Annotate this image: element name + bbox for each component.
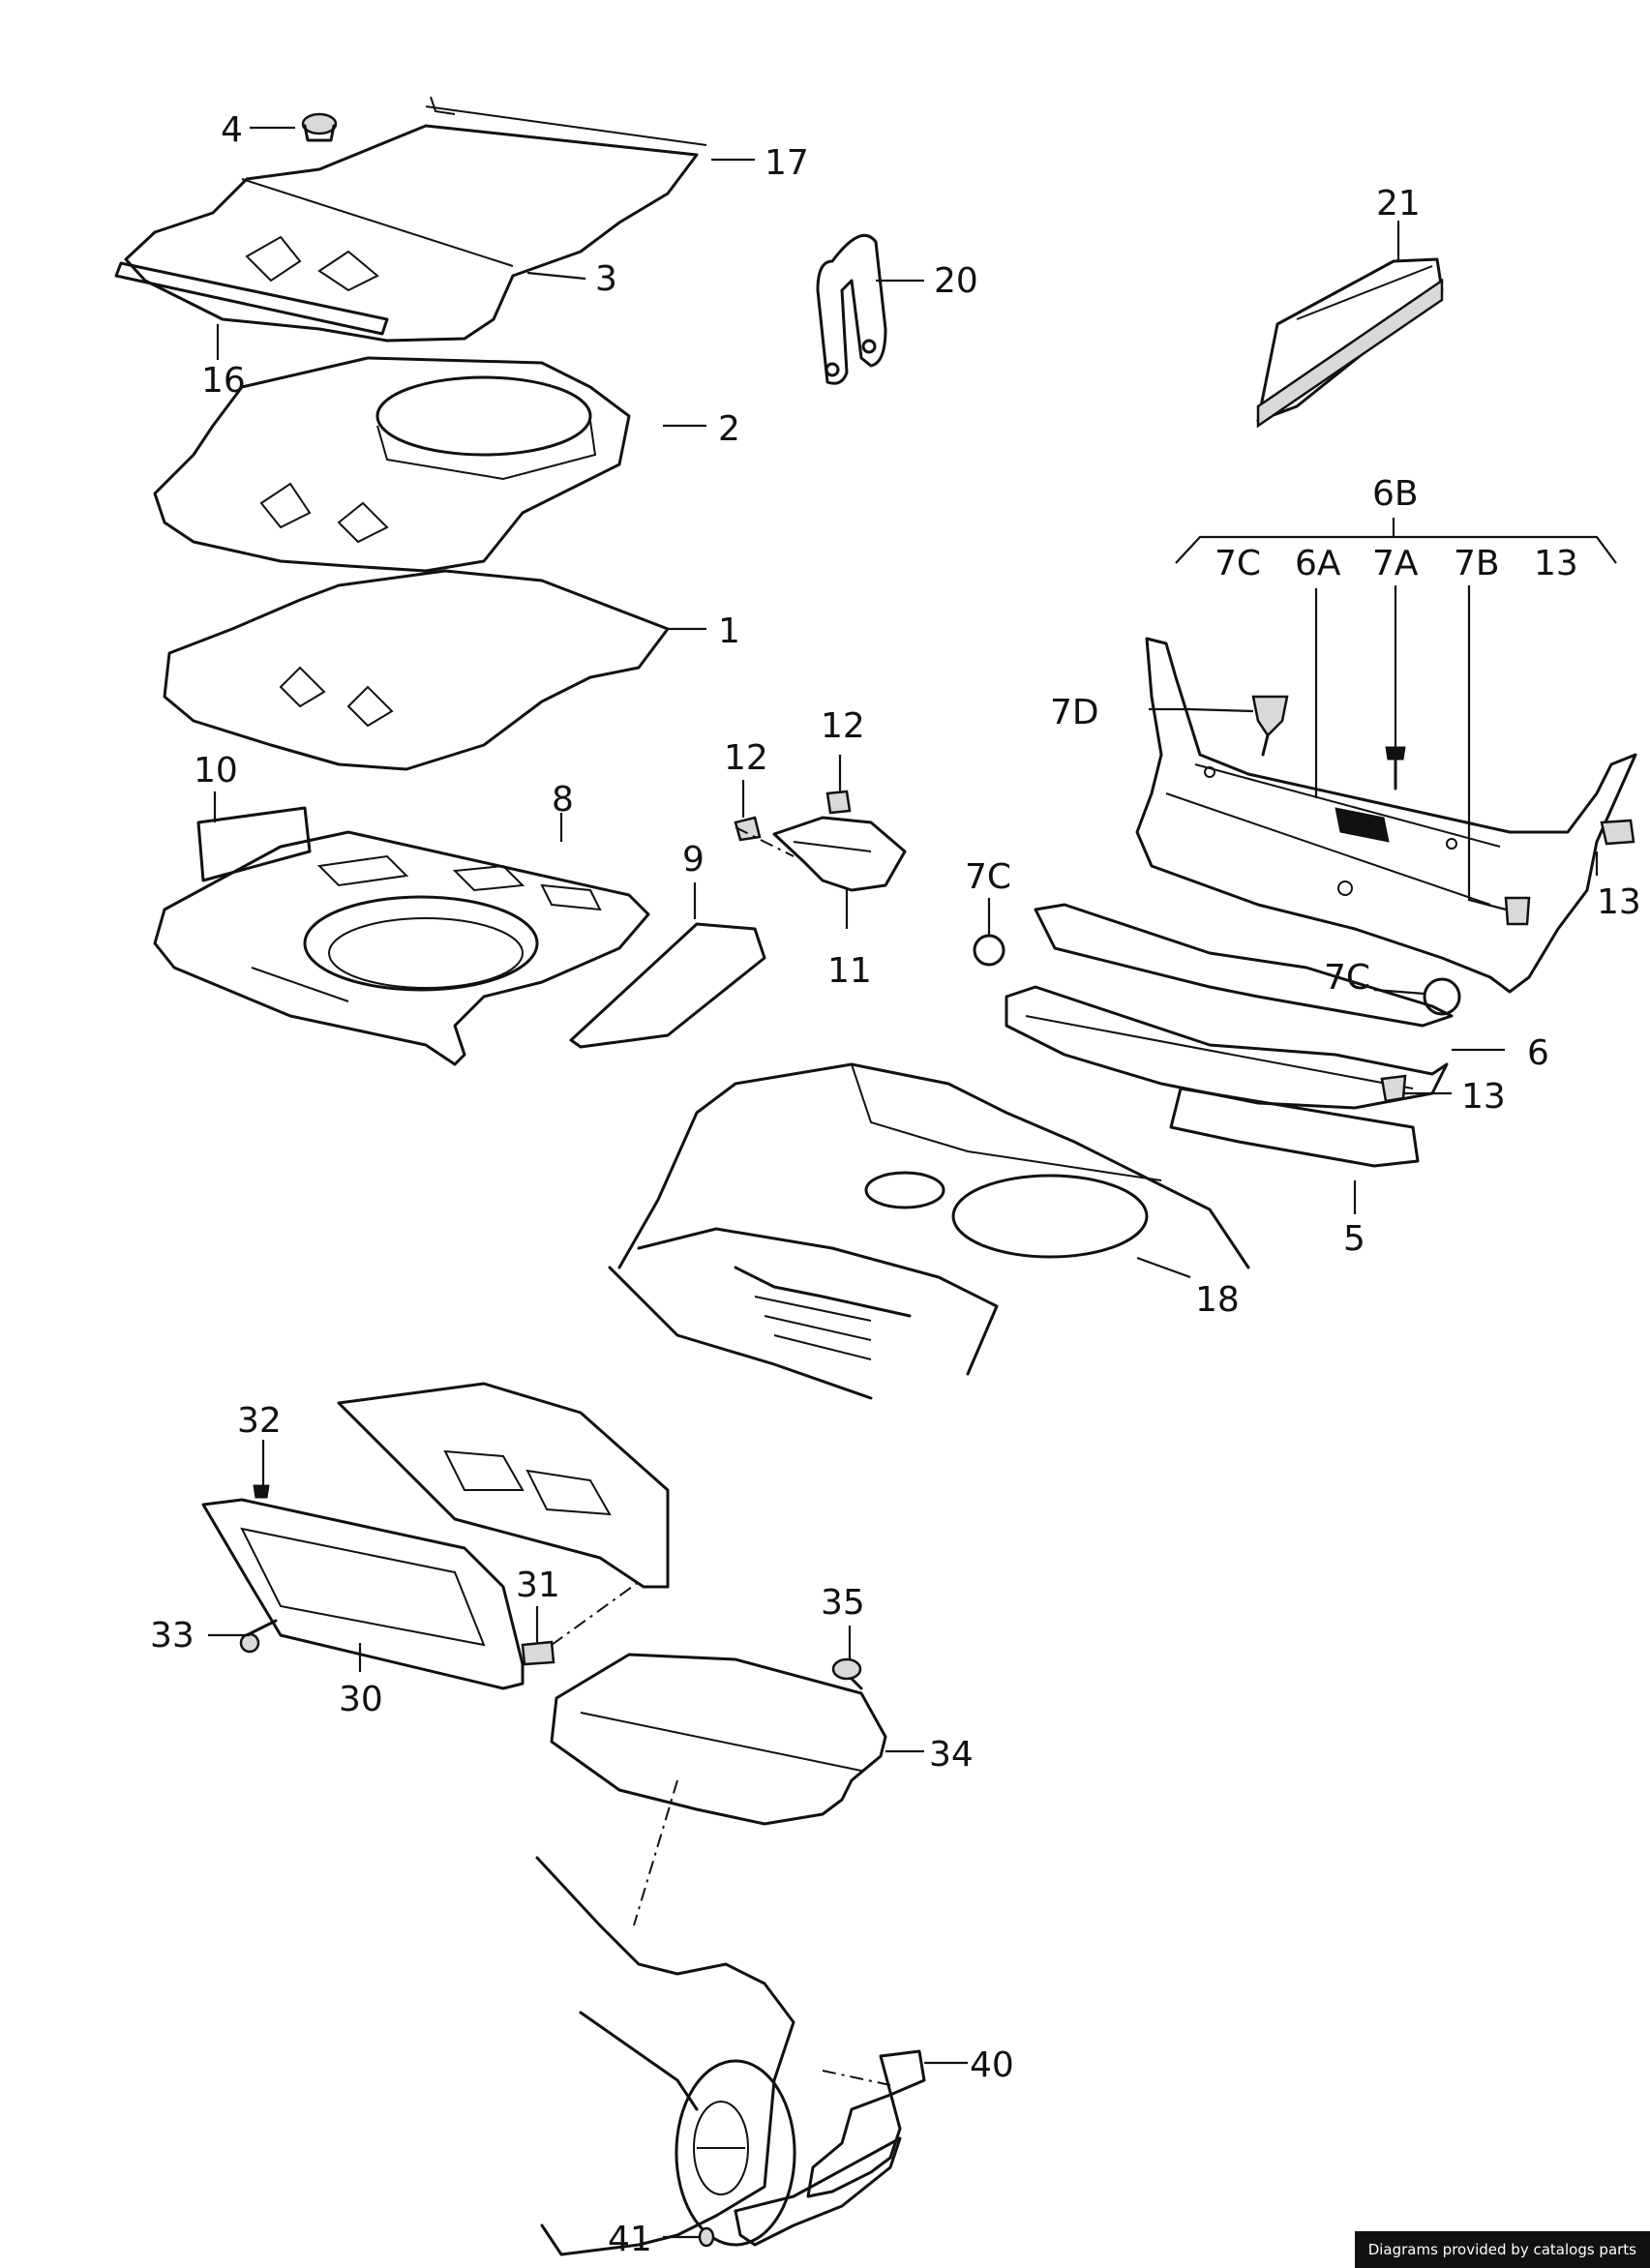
part-5-rear-cross-member [1169,1087,1420,1168]
label-6b: 6B [1372,474,1419,514]
label-9: 9 [682,840,705,880]
part-30-lid-trim [201,1498,525,1690]
part-2-floor-insulation [153,356,631,573]
label-31: 31 [516,1566,560,1605]
part-32-screw [253,1484,270,1499]
part-12-nut-left [734,816,762,842]
label-10: 10 [194,751,238,791]
label-33: 33 [150,1616,195,1656]
label-1: 1 [718,612,740,651]
label-7c-top: 7C [965,857,1011,897]
part-labels: 4 17 3 16 20 21 2 1 6B 7C 6A 7A 7B 13 7D… [150,110,1641,2259]
label-16: 16 [201,361,246,401]
part-18-body-floor [608,1062,1250,1400]
label-2: 2 [718,409,740,449]
label-7c-group: 7C [1215,544,1261,583]
part-8-floor-tray [153,830,650,1066]
label-8: 8 [552,780,574,820]
label-30: 30 [339,1680,383,1719]
part-1-floor-mat [163,569,670,771]
label-5: 5 [1343,1219,1365,1259]
label-34: 34 [929,1735,974,1775]
part-12-nut-right [825,790,852,815]
leader-lines [208,126,1599,2239]
part-20-strap [816,233,887,385]
credit-badge: Diagrams provided by catalogs parts [1354,2231,1650,2268]
label-7b: 7B [1454,544,1500,583]
group-6b-bracket [1175,518,1617,564]
label-7a: 7A [1372,544,1419,583]
part-9-side-pad [569,922,766,1049]
part-13-clip-right [1600,819,1635,846]
label-17: 17 [765,143,809,183]
part-7b-clip [1504,896,1531,926]
label-12-left: 12 [724,738,768,778]
part-41-clip [698,2226,715,2248]
label-13-right: 13 [1597,882,1641,922]
part-35-button [831,1657,863,1690]
label-13-lower: 13 [1461,1077,1506,1117]
label-11: 11 [827,951,872,991]
part-33-screw [239,1619,278,1654]
label-6: 6 [1527,1033,1549,1073]
label-40: 40 [970,2045,1014,2085]
part-17-trunk-mat [124,96,707,343]
part-16-edge-strip [114,261,389,336]
label-7c-right: 7C [1324,958,1370,998]
part-34-parcel-shelf [550,1653,887,1826]
label-18: 18 [1195,1280,1240,1320]
part-4-plug [301,112,338,142]
part-11-bracket [772,816,907,892]
label-3: 3 [595,259,617,299]
label-32: 32 [237,1401,282,1441]
part-6a-rear-trim-panel [1135,637,1637,994]
label-35: 35 [821,1583,865,1623]
label-6a: 6A [1295,544,1341,583]
part-40-wheelhouse-trim [535,1856,796,2256]
part-40-liner [734,2049,926,2247]
part-31-clip [521,1640,555,1666]
part-7d-clip [1251,695,1289,757]
label-12-right: 12 [821,706,865,746]
label-20: 20 [934,261,978,301]
assembly-lines [551,826,891,2086]
part-21-storage-box [1256,257,1444,429]
part-13-clip-lower [1380,1074,1407,1103]
label-13-group: 13 [1534,544,1578,583]
part-7a-screw [1385,746,1406,791]
label-21: 21 [1376,184,1421,224]
label-4: 4 [221,110,243,150]
label-41: 41 [608,2220,652,2259]
label-7d: 7D [1050,693,1099,732]
part-10-front-pad [196,806,312,882]
part-30-lid-inner [337,1382,670,1589]
